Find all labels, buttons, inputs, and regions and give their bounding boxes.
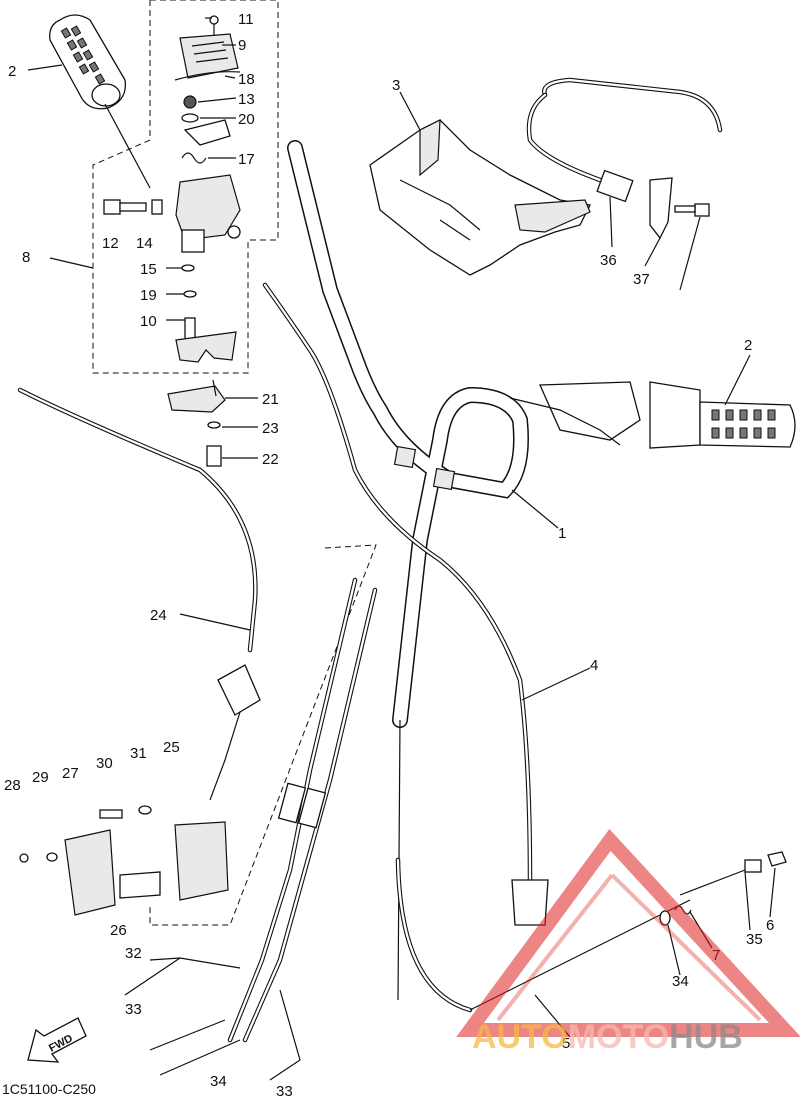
callout-4: 4: [590, 657, 598, 674]
callout-33-bottom: 33: [276, 1083, 293, 1097]
callout-16: 14: [136, 235, 153, 252]
callout-24: 23: [262, 420, 279, 437]
callout-28: 27: [62, 765, 79, 782]
callout-labels: 2 11 9 18 13 20 17 12 14 8 15 19 10 21 2…: [4, 11, 774, 1097]
callout-19: 18: [238, 71, 255, 88]
callout-10: 8: [22, 249, 30, 266]
callout-22: 21: [262, 391, 279, 408]
callout-29: 28: [4, 777, 21, 794]
callout-9: 35: [746, 931, 763, 948]
callout-36: 37: [633, 271, 650, 288]
callout-11: 9: [238, 37, 246, 54]
callout-6: 6: [766, 917, 774, 934]
callout-27: 26: [110, 922, 127, 939]
left-grip: [49, 14, 151, 189]
throttle-cable: [262, 282, 549, 1013]
callout-17: 15: [140, 261, 157, 278]
callout-25: 24: [150, 607, 167, 624]
callout-3: 3: [392, 77, 400, 94]
callout-15: 13: [238, 91, 255, 108]
watermark-logo: AUTOMOTOHUB: [456, 829, 800, 1056]
throttle-cover: [174, 15, 241, 81]
callout-5: 5: [562, 1035, 570, 1052]
twin-cables: [149, 577, 378, 1076]
fwd-direction-arrow: FWD: [27, 1017, 87, 1063]
choke-cable-assembly: [526, 77, 723, 240]
callout-30: 29: [32, 769, 49, 786]
throttle-small-parts: [181, 95, 231, 298]
svg-text:AUTOMOTOHUB: AUTOMOTOHUB: [472, 1018, 743, 1056]
drawing-code: 1C51100-C250: [2, 1081, 96, 1097]
handlebar-pad: [369, 119, 591, 276]
throttle-lever: [175, 317, 237, 363]
callout-33-top: 32: [125, 945, 142, 962]
callout-20: 19: [140, 287, 157, 304]
callout-34-top: 33: [125, 1001, 142, 1018]
callout-18: 17: [238, 151, 255, 168]
assembly-box-throttle: [92, 0, 279, 374]
callout-26: 25: [163, 739, 180, 756]
callout-23: 22: [262, 451, 279, 468]
callout-14: 12: [102, 235, 119, 252]
watermark-auto: AUTO: [472, 1018, 568, 1056]
handlebar: [287, 140, 529, 1001]
callout-31: 30: [96, 755, 113, 772]
bolt-14: [103, 199, 163, 215]
callout-35: 36: [600, 252, 617, 269]
callout-32: 31: [130, 745, 147, 762]
leader-lines: [27, 17, 776, 1081]
assembly-box-cables: [149, 544, 377, 926]
callout-13: 11: [238, 11, 254, 28]
right-grip: [509, 381, 796, 449]
lower-cable-parts: [469, 851, 787, 1011]
switch-parts: [19, 805, 229, 916]
callout-2-left: 2: [8, 63, 16, 80]
throttle-housing: [175, 174, 241, 253]
callout-1: 1: [558, 525, 566, 542]
clutch-cable: [17, 387, 261, 801]
watermark-hub: HUB: [669, 1018, 743, 1056]
callout-12: 10: [140, 313, 157, 330]
callout-8: 34: [672, 973, 689, 990]
callout-34-bottom: 34: [210, 1073, 227, 1090]
watermark-moto: MOTO: [568, 1018, 669, 1056]
bracket-22-parts: [167, 379, 226, 467]
callout-2-right: 2: [744, 337, 752, 354]
callout-21: 20: [238, 111, 255, 128]
